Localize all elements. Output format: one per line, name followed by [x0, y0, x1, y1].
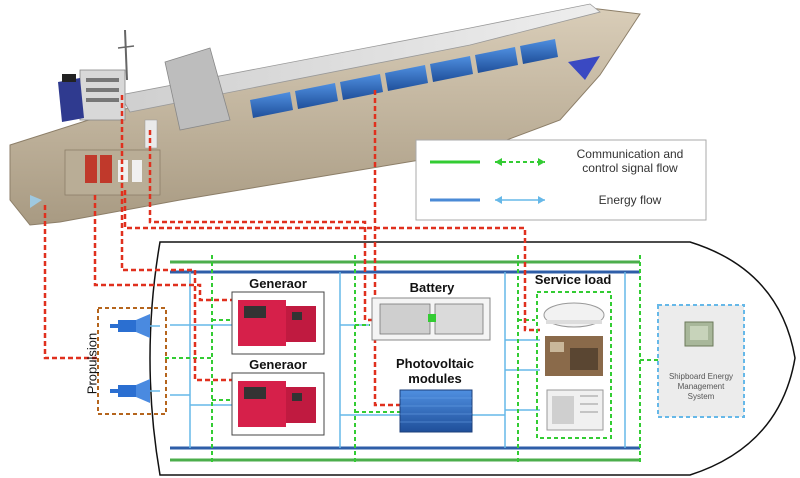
service-load-label: Service load — [534, 272, 612, 287]
service-load-module — [536, 291, 612, 439]
deck-pv-panels — [250, 39, 558, 118]
bow-accent — [568, 56, 600, 80]
pv-label-line2: modules — [408, 371, 462, 386]
funnel — [58, 78, 84, 122]
legend-communication-line1: Communication and — [576, 147, 684, 161]
energy-vertical-lines — [170, 272, 626, 448]
superstructure — [79, 69, 126, 121]
sems-label-line3: System — [687, 392, 715, 401]
legend-box — [415, 139, 707, 221]
legend-energy-label: Energy flow — [598, 193, 662, 207]
mast — [124, 29, 128, 81]
sems-label-line1: Shipboard Energy — [668, 372, 734, 381]
sems-label-line2: Management — [677, 382, 725, 391]
legend — [415, 139, 707, 221]
battery-label: Battery — [409, 280, 455, 295]
sems-box — [657, 304, 745, 418]
generator-bottom-label: Generaor — [249, 357, 307, 372]
legend-communication-line2: control signal flow — [582, 161, 678, 175]
ship-illustration — [9, 3, 641, 226]
propulsion-box — [97, 307, 167, 415]
service-load-box — [536, 291, 612, 439]
legend-communication-label: Communication and control signal flow — [560, 147, 700, 175]
ship-outline — [149, 241, 796, 476]
generator-top-label: Generaor — [249, 276, 307, 291]
cargo-block — [164, 47, 231, 131]
pv-label-line1: Photovoltaic — [395, 356, 474, 371]
propulsion-module — [97, 307, 167, 415]
ship-propeller — [30, 195, 42, 208]
propulsion-label: Propulsion — [84, 332, 100, 395]
ship-deck — [119, 3, 601, 113]
generator-bottom-module — [231, 372, 325, 436]
sems-label: Shipboard Energy Management System — [660, 372, 742, 402]
sems-module — [657, 304, 745, 418]
signal-vertical-lines — [165, 255, 658, 465]
generator-top-module — [231, 291, 325, 355]
engine-room — [64, 149, 161, 196]
pv-module — [399, 389, 473, 433]
pv-label: Photovoltaic modules — [380, 356, 490, 386]
battery-module — [371, 297, 491, 341]
red-signal-routes — [43, 90, 540, 407]
pv-panel — [399, 389, 473, 433]
